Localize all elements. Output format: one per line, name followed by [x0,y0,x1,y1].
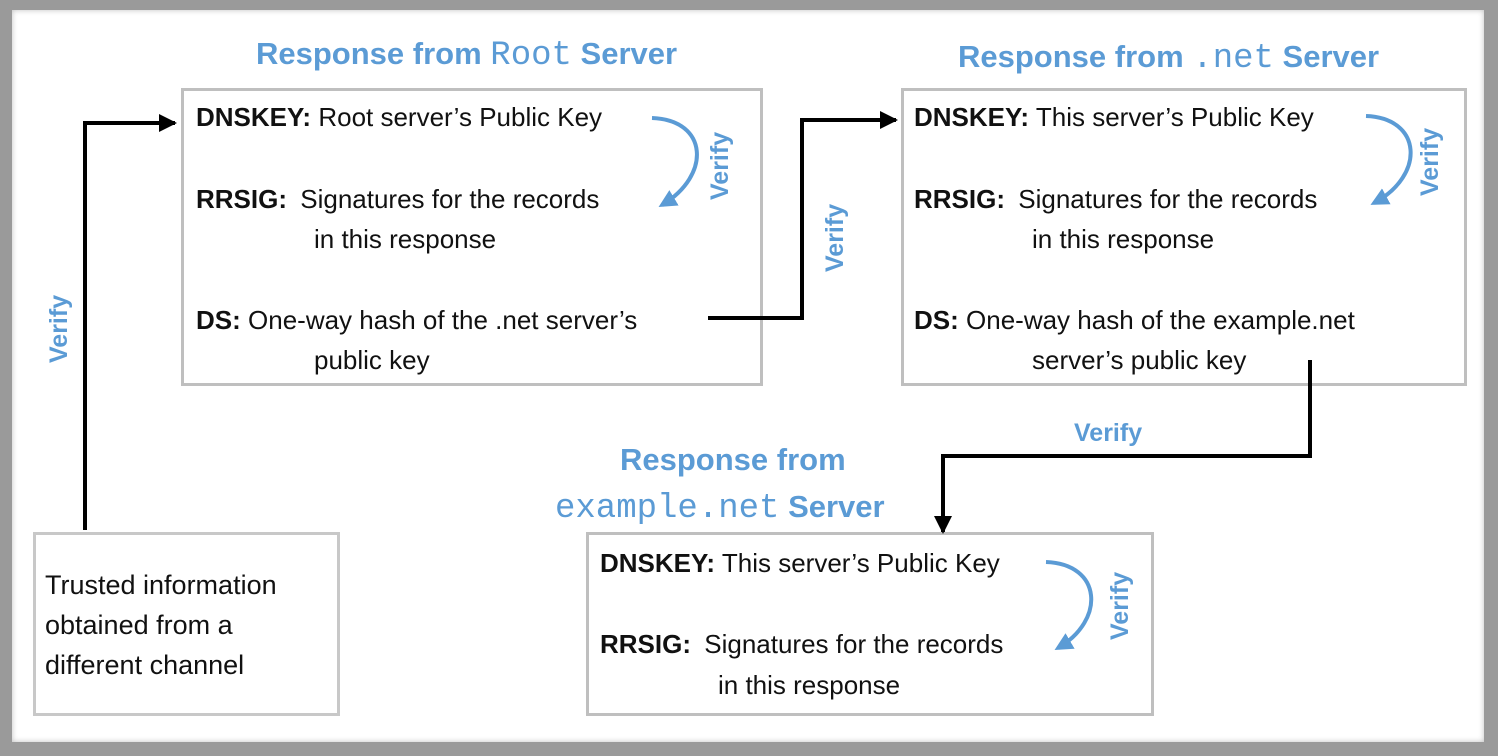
example-title-mono: example.net [555,490,780,528]
root-title-suffix: Server [580,36,678,71]
net-ds-text: One-way hash of the example.net [966,305,1355,335]
trusted-info-line1: Trusted information [45,570,277,600]
example-rrsig-text: Signatures for the records [704,629,1004,659]
root-dnskey-label: DNSKEY: [196,102,312,132]
example-title-line2: example.net Server [555,491,885,526]
root-rrsig-line: RRSIG: Signatures for the records [196,186,599,212]
root-rrsig-text: Signatures for the records [300,184,600,214]
net-ds-label: DS: [914,305,959,335]
example-verify-label: Verify [1106,571,1134,640]
root-ds-text-cont: public key [314,345,430,375]
root-ds-line: DS: One-way hash of the .net server’s [196,307,637,333]
trusted-to-root-verify-label: Verify [45,294,73,363]
net-dnskey-line: DNSKEY: This server’s Public Key [914,104,1314,130]
net-verify-label: Verify [1416,127,1444,196]
root-title-mono: Root [490,37,572,75]
root-verify-label: Verify [706,131,734,200]
example-title-suffix: Server [788,489,885,524]
root-to-net-verify-label: Verify [821,203,849,272]
net-title-prefix: Response from [958,39,1184,74]
net-dnskey-text: This server’s Public Key [1035,102,1314,132]
example-title-line1: Response from [620,442,846,477]
root-rrsig-text-cont: in this response [314,224,497,254]
example-dnskey-text: This server’s Public Key [721,548,1000,578]
net-ds-line: DS: One-way hash of the example.net [914,307,1355,333]
root-ds-label: DS: [196,305,241,335]
trusted-info-line3: different channel [45,650,245,680]
example-rrsig-line: RRSIG: Signatures for the records [600,631,1003,657]
net-title-mono: .net [1192,40,1274,78]
root-response-title: Response from Root Server [256,38,677,73]
root-dnskey-text: Root server’s Public Key [318,102,603,132]
example-dnskey-label: DNSKEY: [600,548,716,578]
net-to-example-verify-label: Verify [1074,419,1143,447]
net-response-title: Response from .net Server [958,41,1379,76]
root-rrsig-label: RRSIG: [196,184,287,214]
example-rrsig-label: RRSIG: [600,629,691,659]
net-rrsig-line: RRSIG: Signatures for the records [914,186,1317,212]
root-title-prefix: Response from [256,36,482,71]
trusted-info-box [33,532,340,716]
example-rrsig-text-cont: in this response [718,670,901,700]
net-dnskey-label: DNSKEY: [914,102,1030,132]
net-rrsig-text-cont: in this response [1032,224,1215,254]
net-ds-text-cont: server’s public key [1032,345,1247,375]
root-dnskey-line: DNSKEY: Root server’s Public Key [196,104,602,130]
root-ds-text: One-way hash of the .net server’s [248,305,638,335]
net-rrsig-label: RRSIG: [914,184,1005,214]
net-title-suffix: Server [1282,39,1380,74]
trusted-to-root-arrow [83,114,177,530]
example-dnskey-line: DNSKEY: This server’s Public Key [600,550,1000,576]
trusted-info-line2: obtained from a [45,610,233,640]
net-rrsig-text: Signatures for the records [1018,184,1318,214]
